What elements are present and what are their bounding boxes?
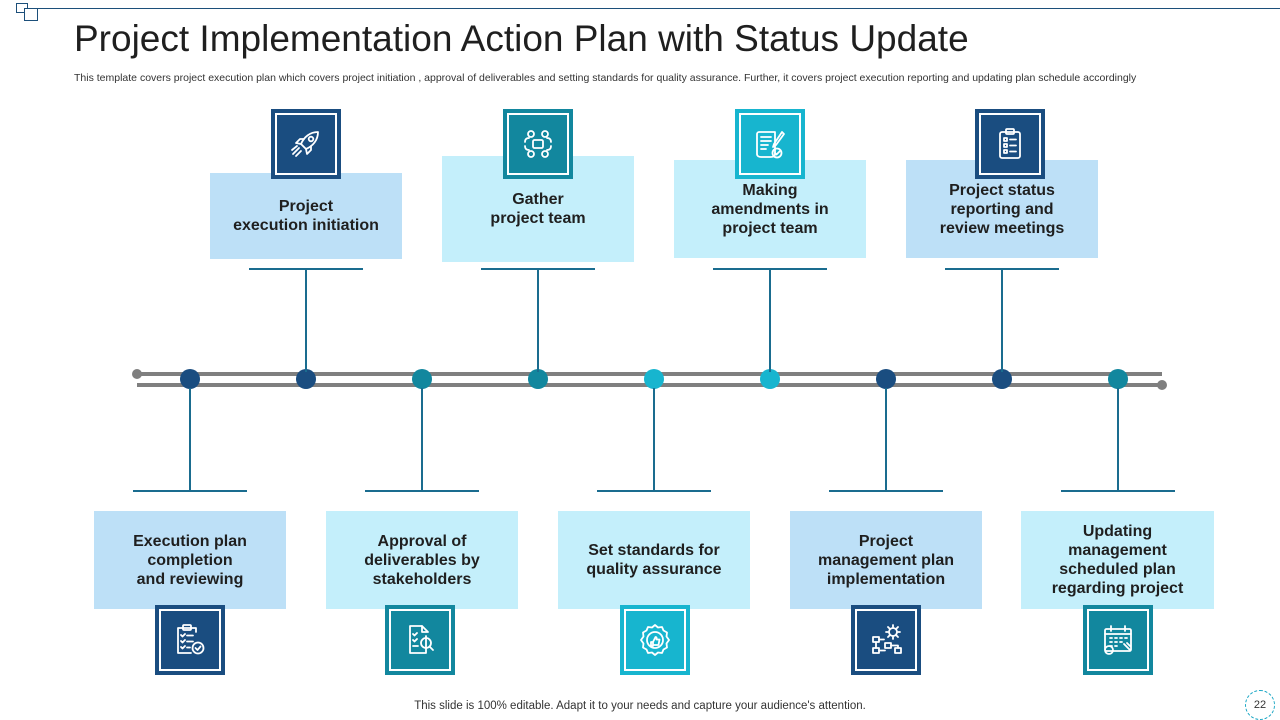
top-step-iconbox-4 xyxy=(975,109,1045,179)
timeline-dot-9 xyxy=(1108,369,1128,389)
bottom-connector-bar-2 xyxy=(365,490,479,492)
bottom-step-label-2: Approval of deliverables by stakeholders xyxy=(364,532,480,588)
document-search-icon xyxy=(409,625,434,654)
bottom-step-label-3: Set standards for quality assurance xyxy=(586,542,722,578)
workflow-gear-icon xyxy=(872,624,902,654)
top-rule xyxy=(30,8,1280,9)
top-step-label-1: Project execution initiation xyxy=(233,198,379,234)
bottom-step-card-2: Approval of deliverables by stakeholders xyxy=(326,511,518,609)
timeline-dot-3 xyxy=(412,369,432,389)
top-connector-stem-2 xyxy=(537,268,539,372)
team-meeting-icon xyxy=(524,130,552,158)
top-step-iconbox-1 xyxy=(271,109,341,179)
timeline-start-cap xyxy=(132,369,142,379)
top-step-card-1: Project execution initiation xyxy=(210,173,402,259)
bottom-step-iconbox-2 xyxy=(385,605,455,675)
document-edit-icon xyxy=(756,131,785,159)
timeline-dot-7 xyxy=(876,369,896,389)
bottom-connector-stem-5 xyxy=(1117,388,1119,491)
top-connector-stem-4 xyxy=(1001,268,1003,372)
bottom-step-iconbox-4 xyxy=(851,605,921,675)
timeline-dot-1 xyxy=(180,369,200,389)
bottom-step-label-4: Project management plan implementation xyxy=(817,532,955,588)
bottom-connector-bar-3 xyxy=(597,490,711,492)
bottom-connector-bar-5 xyxy=(1061,490,1175,492)
bottom-step-card-3: Set standards for quality assurance xyxy=(558,511,750,609)
bottom-connector-stem-4 xyxy=(885,388,887,491)
timeline-dot-4 xyxy=(528,369,548,389)
timeline-end-cap xyxy=(1157,380,1167,390)
corner-square-large xyxy=(24,8,38,21)
top-step-label-2: Gather project team xyxy=(490,191,586,227)
timeline-dot-5 xyxy=(644,369,664,389)
rocket-icon xyxy=(291,131,319,157)
top-step-iconbox-3 xyxy=(735,109,805,179)
clipboard-checklist-icon xyxy=(999,128,1021,159)
bottom-step-card-1: Execution plan completion and reviewing xyxy=(94,511,286,609)
bottom-connector-stem-1 xyxy=(189,388,191,491)
bottom-connector-bar-4 xyxy=(829,490,943,492)
bottom-connector-stem-2 xyxy=(421,388,423,491)
bottom-connector-bar-1 xyxy=(133,490,247,492)
page-title: Project Implementation Action Plan with … xyxy=(74,18,969,59)
page-subtitle: This template covers project execution p… xyxy=(74,72,1137,84)
bottom-step-label-5: Updating management scheduled plan regar… xyxy=(1051,523,1184,597)
bottom-step-iconbox-1 xyxy=(155,605,225,675)
timeline-dot-6 xyxy=(760,369,780,389)
bottom-step-iconbox-3 xyxy=(620,605,690,675)
top-connector-stem-3 xyxy=(769,268,771,372)
quality-badge-icon xyxy=(640,624,670,656)
bottom-connector-stem-3 xyxy=(653,388,655,491)
page-number: 22 xyxy=(1245,690,1275,720)
bottom-step-card-5: Updating management scheduled plan regar… xyxy=(1021,511,1214,609)
timeline-dot-8 xyxy=(992,369,1012,389)
bottom-step-iconbox-5 xyxy=(1083,605,1153,675)
top-connector-stem-1 xyxy=(305,268,307,372)
bottom-step-label-1: Execution plan completion and reviewing xyxy=(133,532,247,588)
top-step-label-4: Project status reporting and review meet… xyxy=(939,181,1065,237)
checklist-approved-icon xyxy=(177,624,205,655)
bottom-step-card-4: Project management plan implementation xyxy=(790,511,982,609)
top-step-label-3: Making amendments in project team xyxy=(711,181,829,237)
calendar-settings-icon xyxy=(1104,625,1132,655)
top-step-iconbox-2 xyxy=(503,109,573,179)
timeline-dot-2 xyxy=(296,369,316,389)
footer-note: This slide is 100% editable. Adapt it to… xyxy=(414,700,866,712)
